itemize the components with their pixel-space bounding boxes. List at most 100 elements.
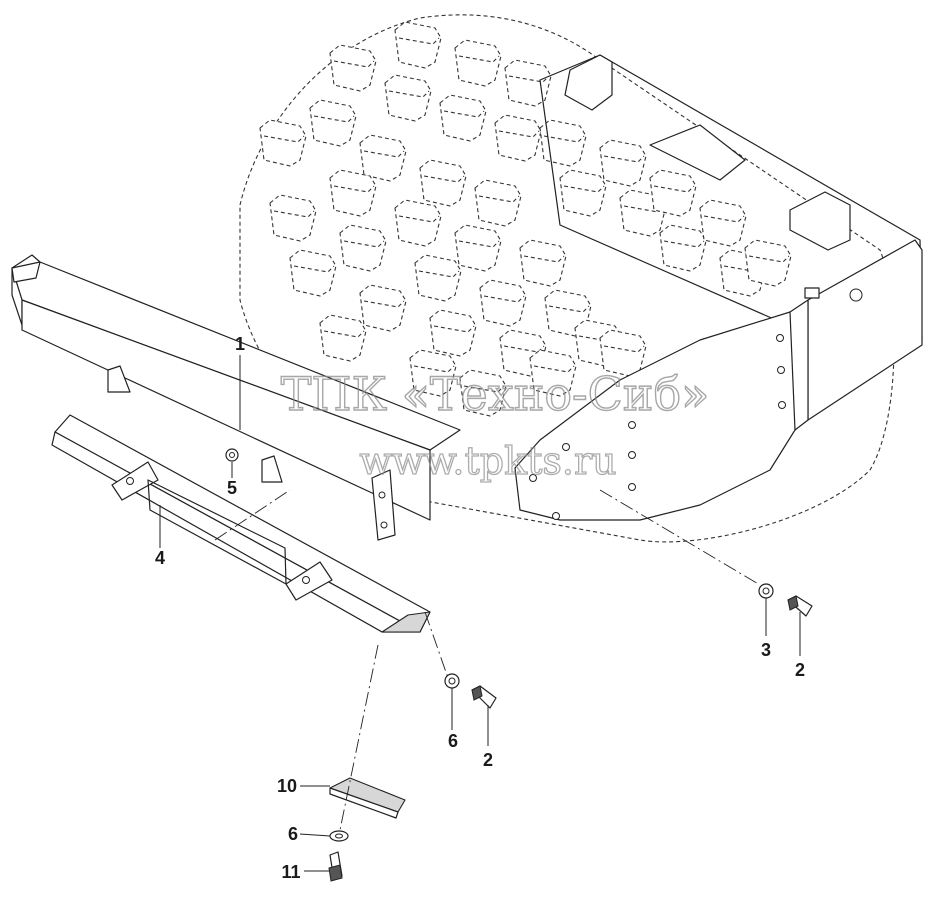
callout-part-3: 3 [761,640,771,660]
padfoot-segment-edge [313,115,355,123]
padfoot-segment [319,314,367,362]
watermark-line1: ТПК «Техно-Сиб» [281,367,710,421]
padfoot-segment [359,134,407,182]
padfoot-segment [559,169,607,217]
leader-lines [159,355,801,872]
padfoot-segment-edge [703,215,745,223]
padfoot-segment-edge [603,155,645,163]
padfoot-segment [409,349,457,397]
padfoot-segment-edge [293,265,335,273]
padfoot-segment [439,94,487,142]
padfoot-segment [454,224,502,272]
callout-part-6-middle: 6 [448,731,458,751]
padfoot-segment [539,119,587,167]
callout-part-10: 10 [277,776,297,796]
padfoot-segment-edge [273,210,315,218]
nut-part-5 [225,448,239,462]
padfoot-segment-edge [263,135,305,143]
bolt-part-2-middle [471,685,497,709]
callout-part-5: 5 [227,478,237,498]
washer-part-6-bottom [329,830,349,842]
padfoot-segment [479,279,527,327]
wear-plate-part-10 [329,777,406,819]
padfoot-segment-edge [443,110,485,118]
padfoot-segment-edge [498,130,540,138]
padfoot-segment-edge [523,255,565,263]
padfoot-segment-edge [363,300,405,308]
padfoot-segment-edge [433,325,475,333]
padfoot-segment [494,114,542,162]
padfoot-segment [504,59,552,107]
padfoot-segment-edge [543,135,585,143]
padfoot-segment-edge [423,175,465,183]
padfoot-segment-edge [418,270,460,278]
callout-labels: 1 5 4 3 2 6 2 10 6 11 [155,334,805,882]
padfoot-segment [339,224,387,272]
drum-frame [514,54,923,521]
padfoot-segment-edge [508,75,550,83]
padfoot-segment-edge [333,185,375,193]
washer-part-3 [758,583,774,599]
padfoot-segment [259,119,307,167]
padfoot-segment [414,254,462,302]
padfoot-segment [699,199,747,247]
padfoot-segment-edge [478,195,520,203]
bolt-part-2-right [787,595,813,617]
padfoot-segment [329,44,377,92]
padfoot-segment [744,239,792,287]
padfoot-segment-edge [398,37,440,45]
callout-part-2-middle: 2 [483,750,493,770]
padfoot-segment-edge [343,240,385,248]
padfoot-segment [309,99,357,147]
padfoot-segment-edge [503,345,545,353]
padfoot-segment-edge [653,185,695,193]
padfoot-segment-edge [333,60,375,68]
padfoot-segment [429,309,477,357]
assembly-centerlines [214,489,761,831]
callout-part-6-bottom: 6 [288,824,298,844]
washer-part-6-middle [444,673,460,689]
callout-part-11: 11 [281,862,300,882]
padfoot-segment-edge [323,330,365,338]
beam-part-1 [11,254,461,541]
padfoot-segment [599,139,647,187]
padfoot-segment-edge [463,385,505,393]
padfoot-segment [529,349,577,397]
padfoot-segment-edge [563,185,605,193]
watermark: ТПК «Техно-Сиб» www.tpkts.ru [280,366,710,483]
padfoot-segment-edge [663,240,705,248]
padfoot-segment [394,21,442,69]
padfoot-segment [384,74,432,122]
padfoot-segment [519,239,567,287]
callout-part-2-right: 2 [795,660,805,680]
watermark-line2: www.tpkts.ru [359,439,616,483]
bolt-part-11 [328,851,343,882]
padfoot-segment-edge [483,295,525,303]
padfoot-segment [394,199,442,247]
padfoot-segment [329,169,377,217]
scraper-blade-part-4 [51,414,431,633]
padfoot-segment [454,39,502,87]
padfoot-segment-edge [398,215,440,223]
padfoot-segment-edge [533,365,575,373]
padfoot-segment [649,169,697,217]
padfoot-segment [659,224,707,272]
padfoot-segment-edge [388,90,430,98]
padfoot-segment-edge [458,240,500,248]
drum-pads [259,21,792,417]
padfoot-segment [474,179,522,227]
callout-part-1: 1 [235,334,245,354]
callout-part-4: 4 [155,548,165,568]
padfoot-segment-edge [603,345,645,353]
padfoot-segment [599,329,647,377]
padfoot-segment-edge [413,365,455,373]
padfoot-segment [289,249,337,297]
padfoot-segment-edge [548,305,590,313]
padfoot-segment [419,159,467,207]
padfoot-segment-edge [458,55,500,63]
padfoot-segment [359,284,407,332]
padfoot-segment-edge [363,150,405,158]
padfoot-segment [269,194,317,242]
padfoot-segment [459,369,507,417]
